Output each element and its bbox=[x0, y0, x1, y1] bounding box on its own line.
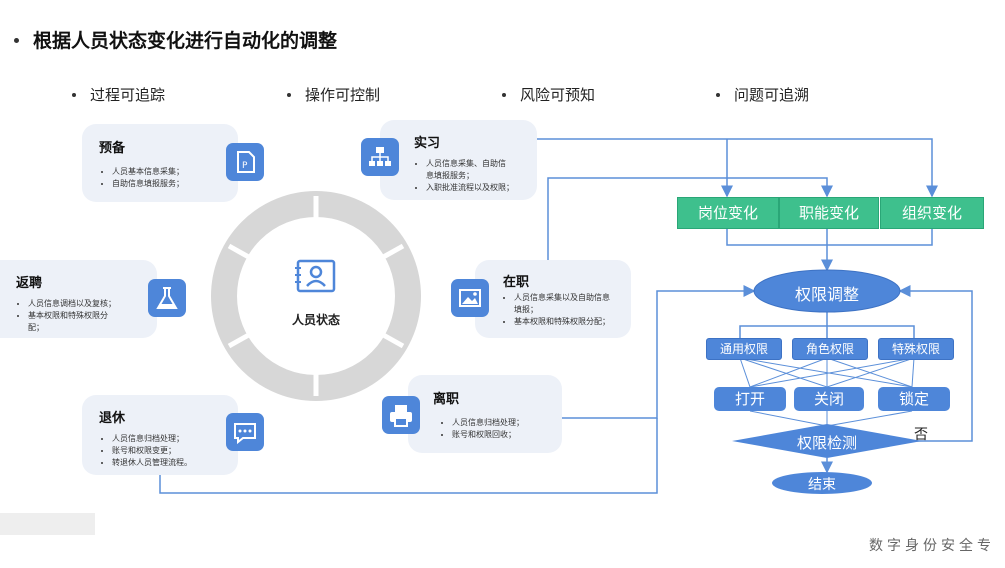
stage-title: 退休 bbox=[99, 411, 126, 426]
stage-title: 离职 bbox=[433, 392, 460, 407]
watermark-text: 数字身份安全专 bbox=[869, 538, 995, 554]
stage-card-tuixiu: 退休 人员信息归档处理；账号和权限变更；转退休人员管理流程。 bbox=[82, 395, 238, 475]
no-label: 否 bbox=[914, 427, 928, 443]
action-lock: 锁定 bbox=[878, 387, 950, 411]
keyword-1: 过程可追踪 bbox=[72, 84, 165, 105]
perm-type-role: 角色权限 bbox=[792, 338, 868, 360]
stage-card-lizhi: 离职 人员信息归档处理；账号和权限回收； bbox=[408, 375, 562, 453]
chat-icon bbox=[226, 413, 264, 451]
action-open: 打开 bbox=[714, 387, 786, 411]
stage-card-shixi: 实习 人员信息采集、自助信息填报服务； 入职批准流程以及权限； bbox=[380, 120, 537, 200]
adjust-label: 权限调整 bbox=[794, 285, 859, 304]
stage-items: 人员信息归档处理；账号和权限回收； bbox=[438, 417, 572, 441]
keyword-2: 操作可控制 bbox=[287, 84, 380, 105]
stage-title: 在职 bbox=[503, 275, 530, 290]
end-ellipse bbox=[772, 472, 872, 494]
status-ring bbox=[211, 191, 421, 401]
keyword-3: 风险可预知 bbox=[502, 84, 595, 105]
svg-text:P: P bbox=[242, 161, 248, 171]
adjust-ellipse bbox=[753, 269, 901, 313]
check-label: 权限检测 bbox=[796, 434, 857, 452]
change-box-function: 职能变化 bbox=[779, 197, 879, 229]
action-close: 关闭 bbox=[794, 387, 864, 411]
bullet-dot bbox=[14, 38, 19, 43]
stage-items: 人员信息采集、自助信息填报服务； 入职批准流程以及权限； bbox=[412, 158, 546, 194]
perm-type-special: 特殊权限 bbox=[878, 338, 954, 360]
printer-icon bbox=[382, 396, 420, 434]
check-diamond bbox=[732, 424, 922, 458]
stage-title: 返聘 bbox=[16, 276, 43, 291]
stage-card-yubei: 预备 人员基本信息采集；自助信息填报服务； bbox=[82, 124, 238, 202]
center-label: 人员状态 bbox=[291, 313, 340, 327]
stage-items: 人员基本信息采集；自助信息填报服务； bbox=[98, 166, 252, 190]
change-box-organization: 组织变化 bbox=[880, 197, 984, 229]
change-box-position: 岗位变化 bbox=[677, 197, 779, 229]
picture-icon bbox=[451, 279, 489, 317]
end-label: 结束 bbox=[808, 477, 836, 493]
stage-card-fanpin: 返聘 人员信息调档以及复核； 基本权限和特殊权限分配； bbox=[0, 260, 157, 338]
keyword-4: 问题可追溯 bbox=[716, 84, 809, 105]
stage-title: 预备 bbox=[99, 141, 126, 156]
flask-icon bbox=[148, 279, 186, 317]
org-chart-icon bbox=[361, 138, 399, 176]
stage-items: 人员信息调档以及复核； 基本权限和特殊权限分配； bbox=[14, 298, 153, 334]
perm-type-general: 通用权限 bbox=[706, 338, 782, 360]
stage-title: 实习 bbox=[414, 136, 441, 151]
stage-items: 人员信息归档处理；账号和权限变更；转退休人员管理流程。 bbox=[98, 433, 252, 469]
page-title: 根据人员状态变化进行自动化的调整 bbox=[10, 26, 337, 53]
person-card-icon bbox=[294, 258, 338, 296]
document-p-icon: P bbox=[226, 143, 264, 181]
